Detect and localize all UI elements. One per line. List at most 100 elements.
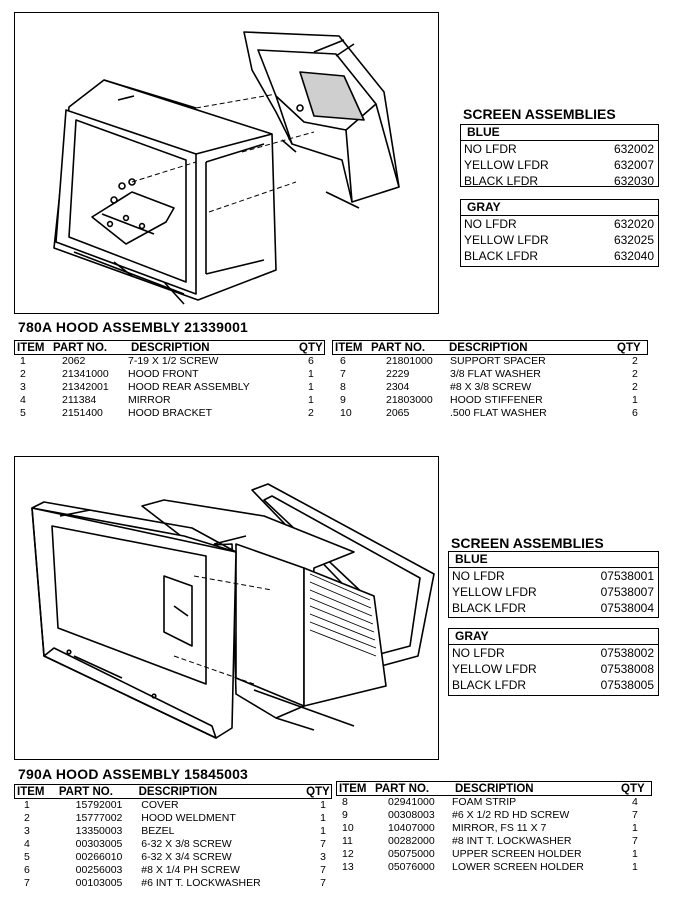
cell-desc: COVER — [141, 799, 179, 811]
cell-desc: MIRROR, FS 11 X 7 — [452, 822, 547, 834]
screen-row-label: NO LFDR — [464, 142, 517, 156]
col-qty: QTY — [299, 342, 323, 354]
assembly-title-780a: 780A HOOD ASSEMBLY 21339001 — [18, 319, 249, 335]
col-item: ITEM — [17, 786, 45, 798]
cell-desc: 3/8 FLAT WASHER — [450, 368, 541, 380]
cell-part: 05075000 — [388, 848, 435, 860]
screen-group-name: GRAY — [449, 629, 658, 645]
screen-row: YELLOW LFDR 632025 — [461, 232, 658, 248]
cell-part: 2065 — [386, 407, 410, 419]
cell-desc: HOOD STIFFENER — [450, 394, 543, 406]
cell-qty: 1 — [320, 825, 326, 837]
cell-desc: FOAM STRIP — [452, 796, 517, 808]
cell-part: 15792001 — [75, 799, 123, 811]
cell-qty: 2 — [632, 368, 638, 380]
cell-item: 12 — [342, 848, 354, 860]
cell-desc: MIRROR — [128, 394, 171, 406]
col-desc: DESCRIPTION — [455, 783, 534, 795]
cell-part: 21342001 — [62, 381, 109, 393]
screen-row-label: NO LFDR — [452, 646, 505, 660]
cell-item: 4 — [24, 838, 30, 850]
cell-desc: UPPER SCREEN HOLDER — [452, 848, 582, 860]
cell-qty: 7 — [320, 838, 326, 850]
cell-desc: HOOD WELDMENT — [141, 812, 236, 824]
col-item: ITEM — [339, 783, 367, 795]
screen-assemblies-title-780a: SCREEN ASSEMBLIES — [463, 106, 616, 122]
cell-part: 2304 — [386, 381, 410, 393]
exploded-view-790a — [31, 483, 435, 739]
cell-desc: BEZEL — [141, 825, 175, 837]
screen-row: NO LFDR 07538002 — [449, 645, 658, 661]
col-item: ITEM — [17, 342, 45, 354]
col-desc: DESCRIPTION — [449, 342, 528, 354]
cell-part: 211384 — [62, 394, 97, 406]
screen-row-part: 632025 — [613, 233, 654, 247]
cell-qty: 6 — [308, 355, 314, 367]
cell-part: 00308003 — [388, 809, 435, 821]
screen-group-name: BLUE — [461, 125, 658, 141]
exploded-view-780a — [53, 31, 400, 305]
cell-desc: 6-32 X 3/8 SCREW — [141, 838, 232, 850]
cell-qty: 1 — [320, 799, 326, 811]
screen-assemblies-title-790a: SCREEN ASSEMBLIES — [451, 535, 604, 551]
cell-item: 13 — [342, 861, 354, 873]
screen-row-label: NO LFDR — [464, 217, 517, 231]
cell-desc: #6 INT T. LOCKWASHER — [141, 877, 261, 889]
cell-item: 8 — [340, 381, 346, 393]
cell-desc: HOOD FRONT — [128, 368, 199, 380]
screen-row-part: 07538007 — [600, 585, 654, 599]
cell-item: 11 — [342, 835, 353, 847]
cell-part: 00256003 — [75, 864, 123, 876]
screen-row: NO LFDR 632020 — [461, 216, 658, 232]
drawing-frame-780a — [14, 12, 439, 314]
col-part: PART NO. — [371, 342, 426, 354]
cell-qty: 7 — [320, 864, 326, 876]
cell-desc: #6 X 1/2 RD HD SCREW — [452, 809, 570, 821]
cell-item: 10 — [342, 822, 354, 834]
cell-item: 2 — [20, 368, 26, 380]
cell-part: 00282000 — [388, 835, 435, 847]
cell-part: 00266010 — [75, 851, 123, 863]
screen-row-part: 07538002 — [600, 646, 654, 660]
cell-qty: 7 — [320, 877, 326, 889]
cell-part: 13350003 — [75, 825, 123, 837]
table-header: ITEM PART NO. DESCRIPTION QTY — [336, 781, 652, 796]
cell-desc: HOOD REAR ASSEMBLY — [128, 381, 250, 393]
assembly-title-790a: 790A HOOD ASSEMBLY 15845003 — [18, 766, 249, 782]
screen-row-label: YELLOW LFDR — [464, 158, 549, 172]
cell-part: 21801000 — [386, 355, 433, 367]
table-header: ITEM PART NO. DESCRIPTION QTY — [332, 340, 648, 355]
cell-qty: 7 — [632, 809, 638, 821]
drawing-frame-790a — [14, 456, 439, 760]
cell-item: 6 — [24, 864, 30, 876]
cell-qty: 2 — [632, 381, 638, 393]
screen-row-label: BLACK LFDR — [464, 174, 539, 188]
cell-desc: 6-32 X 3/4 SCREW — [141, 851, 232, 863]
screen-row-part: 632020 — [613, 217, 654, 231]
screen-row-label: YELLOW LFDR — [464, 233, 549, 247]
cell-part: 21341000 — [62, 368, 109, 380]
